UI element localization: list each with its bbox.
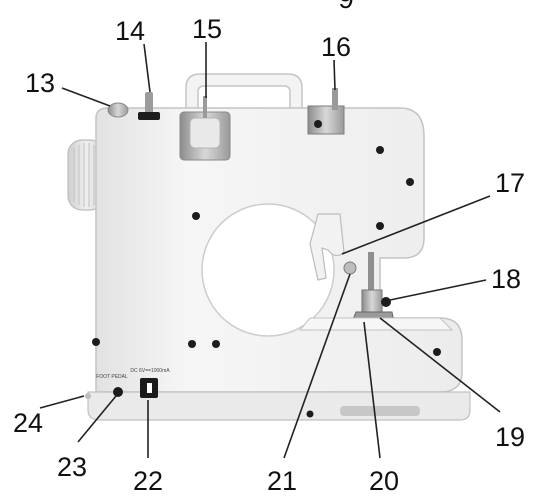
callout-23: 23: [57, 452, 87, 482]
bobbin-winder-stop: [138, 112, 160, 120]
power-socket-inner: [147, 383, 152, 393]
leader-lines: [39, 42, 501, 459]
take-up-lever: [309, 213, 345, 281]
thread-spool-icon: [189, 117, 221, 149]
needle-bar: [368, 252, 374, 312]
callout-15: 15: [192, 14, 222, 44]
thread-guide-post: [332, 88, 338, 110]
callout-16: 16: [321, 32, 351, 62]
bobbin-winder-knob: [107, 102, 129, 118]
callout-24: 24: [13, 408, 43, 438]
foot-pedal-jack-label: FOOT PEDAL: [96, 374, 128, 380]
callout-labels: 13 14 15 16 17 18 19 20 21 22 23 24: [13, 14, 525, 496]
callout-13: 13: [25, 68, 55, 98]
needle-plate: [298, 317, 454, 331]
spool-pin: [203, 96, 207, 118]
hand-wheel-ridges: [73, 143, 95, 207]
side-indicator: [85, 393, 91, 399]
foot-pedal-jack: [113, 387, 123, 397]
bobbin-winder-pin: [145, 92, 153, 114]
presser-foot-holder: [361, 289, 383, 313]
thread-guide-screw: [314, 120, 322, 128]
body-screws: [92, 146, 441, 418]
callout-19: 19: [495, 422, 525, 452]
needle-clamp-screw: [381, 297, 391, 307]
base-foot-slot: [340, 406, 420, 416]
thread-cutter-knob: [343, 261, 357, 275]
callout-22: 22: [133, 466, 163, 496]
thread-guide-plate: [307, 105, 345, 135]
partial-label-top: 9: [338, 0, 354, 14]
callout-17: 17: [495, 168, 525, 198]
callout-20: 20: [369, 466, 399, 496]
free-arm-opening: [201, 203, 335, 337]
callout-21: 21: [267, 466, 297, 496]
callout-14: 14: [115, 16, 145, 46]
callout-18: 18: [491, 264, 521, 294]
power-input-label: DC 6V==1000mA: [130, 368, 170, 374]
